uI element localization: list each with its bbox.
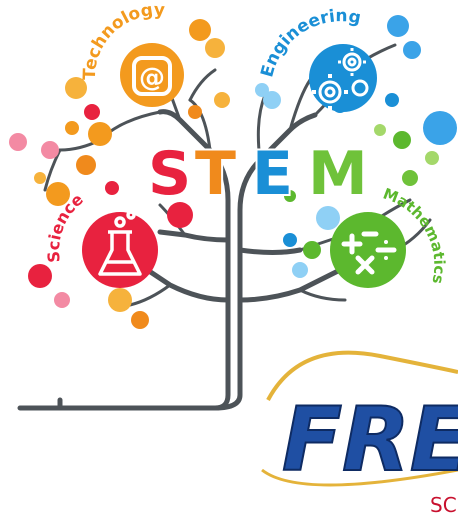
tree-trunk: [17, 109, 343, 411]
stem-letter-e: E: [252, 139, 293, 209]
science-branch: Science: [44, 189, 158, 288]
svg-text:@: @: [139, 63, 165, 93]
at-sign-icon: @: [132, 56, 172, 96]
flask-icon: [98, 210, 142, 276]
stem-title: S T E M: [146, 137, 370, 211]
technology-branch: @ Technology: [80, 0, 184, 107]
math-symbols-icon: [341, 231, 397, 275]
logo-swoosh: [266, 350, 458, 401]
gears-icon: [312, 48, 369, 110]
stem-letter-m: M: [308, 139, 368, 209]
leaf-dots: [9, 15, 457, 329]
logo-wordmark: FRE: [282, 388, 458, 491]
school-logo: FRE SC: [261, 350, 458, 515]
stem-letter-t: T: [195, 139, 236, 209]
stem-letter-s: S: [148, 139, 191, 209]
logo-subtext: SC: [430, 493, 457, 515]
